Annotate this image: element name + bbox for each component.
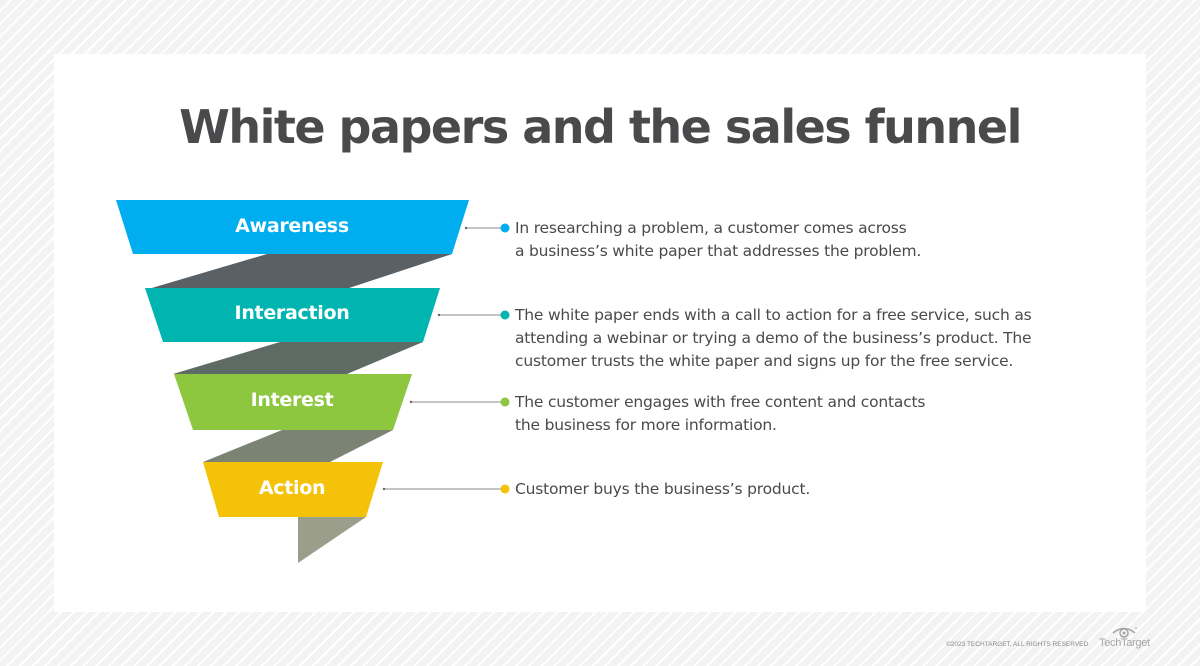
stage-label-interaction: Interaction xyxy=(234,302,350,324)
description-line: In researching a problem, a customer com… xyxy=(515,219,907,237)
description-line: Customer buys the business’s product. xyxy=(515,480,811,498)
bullet-dot-action xyxy=(500,484,510,494)
funnel-band-2 xyxy=(173,342,423,374)
connector-action xyxy=(382,484,510,494)
bullet-dot-awareness xyxy=(500,223,510,233)
stage-description-awareness: In researching a problem, a customer com… xyxy=(515,217,921,263)
funnel-tail xyxy=(298,517,366,563)
copyright-notice: ©2023 TECHTARGET. ALL RIGHTS RESERVED xyxy=(946,641,1089,648)
funnel-stage-action xyxy=(203,462,383,517)
funnel-band-3 xyxy=(203,430,393,462)
logo-text: TechTarget xyxy=(1099,637,1150,649)
description-line: attending a webinar or trying a demo of … xyxy=(515,329,1032,347)
stage-description-action: Customer buys the business’s product. xyxy=(515,478,810,501)
stage-description-interaction: The white paper ends with a call to acti… xyxy=(515,304,1032,373)
stage-description-interest: The customer engages with free content a… xyxy=(515,391,925,437)
connector-interest xyxy=(409,397,510,407)
funnel-stage-interest xyxy=(174,374,412,430)
connector-interaction xyxy=(437,310,510,320)
description-line: The white paper ends with a call to acti… xyxy=(515,306,1032,324)
techtarget-logo: TechTarget xyxy=(1099,625,1150,653)
connector-awareness xyxy=(464,223,510,233)
funnel-stage-awareness xyxy=(116,200,469,254)
funnel-band-1 xyxy=(145,254,452,290)
stage-label-action: Action xyxy=(258,477,326,499)
bullet-dot-interest xyxy=(500,397,510,407)
description-line: a business’s white paper that addresses … xyxy=(515,242,922,260)
stage-label-interest: Interest xyxy=(250,389,334,411)
description-line: customer trusts the white paper and sign… xyxy=(515,352,1014,370)
description-line: The customer engages with free content a… xyxy=(515,393,926,411)
funnel-stage-interaction xyxy=(145,288,440,342)
bullet-dot-interaction xyxy=(500,310,510,320)
description-line: the business for more information. xyxy=(515,416,777,434)
eye-icon xyxy=(1112,627,1137,638)
stage-label-awareness: Awareness xyxy=(235,215,349,237)
page-title: White papers and the sales funnel xyxy=(179,100,1022,154)
